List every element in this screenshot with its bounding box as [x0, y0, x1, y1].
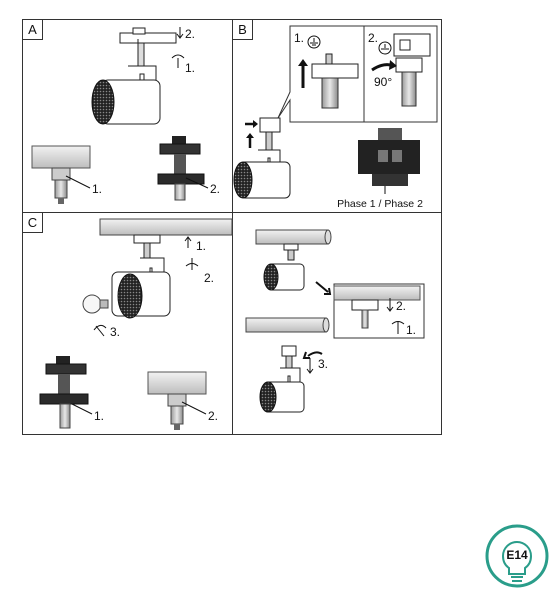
- track-rail-d-bottom: [245, 317, 330, 333]
- panel-b: B 1. 2.: [232, 19, 438, 210]
- spotlight-a-figure: [91, 27, 177, 125]
- panel-c-adapter-step1: 1.: [94, 409, 104, 423]
- adapter-black-a: [157, 136, 209, 201]
- panel-c-adapter-step2: 2.: [208, 409, 218, 423]
- panel-c-letter: C: [28, 215, 37, 230]
- panel-a-letter: A: [28, 22, 37, 37]
- phase-caption: Phase 1 / Phase 2: [337, 198, 423, 210]
- screw-in-icon: [93, 324, 107, 337]
- rotate-icon: [391, 321, 405, 334]
- spotlight-b-figure: [233, 117, 291, 199]
- arrow-diagonal-icon: [315, 281, 332, 295]
- rotation-angle: 90°: [374, 75, 392, 89]
- track-rail-d-top: [255, 229, 332, 245]
- arrow-right-icon: [245, 120, 258, 128]
- rotate-icon: [171, 54, 185, 68]
- badge-text: E14: [506, 548, 528, 562]
- connector-inset-2: [393, 33, 431, 107]
- panel-b-letter: B: [238, 22, 247, 37]
- spotlight-c-figure: [111, 234, 171, 319]
- panel-c-step3: 3.: [110, 325, 120, 339]
- arrow-down-icon: [306, 358, 314, 374]
- bulb-icon: [82, 294, 109, 314]
- panel-d: 2. 1. 3.: [245, 229, 425, 413]
- ground-icon: [307, 35, 321, 49]
- arrow-up-small-icon: [246, 133, 254, 148]
- phase-connector: [358, 128, 420, 194]
- panel-a-adapter-step2: 2.: [210, 182, 220, 196]
- rotate-icon: [185, 258, 199, 270]
- arrow-down-icon: [386, 298, 394, 312]
- inset-1-number: 1.: [294, 31, 304, 45]
- panel-c: C 1. 2. 3.: [22, 212, 233, 430]
- panel-a-adapter-step1: 1.: [92, 182, 102, 196]
- panel-c-step1: 1.: [196, 239, 206, 253]
- panel-a: A 2. 1. 1.: [22, 19, 220, 204]
- adapter-black-c: [39, 356, 93, 429]
- rotate-arrow-icon: [302, 351, 323, 359]
- panel-d-step3: 3.: [318, 357, 328, 371]
- e14-badge: E14: [485, 524, 549, 588]
- adapter-silver-a: [31, 145, 91, 204]
- panel-d-step2: 2.: [396, 299, 406, 313]
- inset-2-number: 2.: [368, 31, 378, 45]
- panel-a-step1: 1.: [185, 61, 195, 75]
- inset-d-frame: [333, 283, 425, 339]
- spotlight-d-bottom: [259, 345, 305, 413]
- panel-c-step2: 2.: [204, 271, 214, 285]
- ground-icon-2: [378, 41, 392, 55]
- adapter-silver-c: [147, 371, 207, 430]
- panel-d-step1: 1.: [406, 323, 416, 337]
- arrow-up-icon: [184, 236, 192, 248]
- badge-ring: [485, 524, 549, 588]
- arrow-down-icon: [176, 27, 184, 39]
- rotate-arrow-icon: [371, 60, 397, 72]
- spotlight-d-top: [263, 243, 305, 291]
- panel-a-step2: 2.: [185, 27, 195, 41]
- arrow-up-icon: [298, 59, 308, 88]
- connector-inset-1: [311, 53, 359, 109]
- bulb-outline-icon: [501, 541, 533, 575]
- track-rail-c: [99, 218, 233, 236]
